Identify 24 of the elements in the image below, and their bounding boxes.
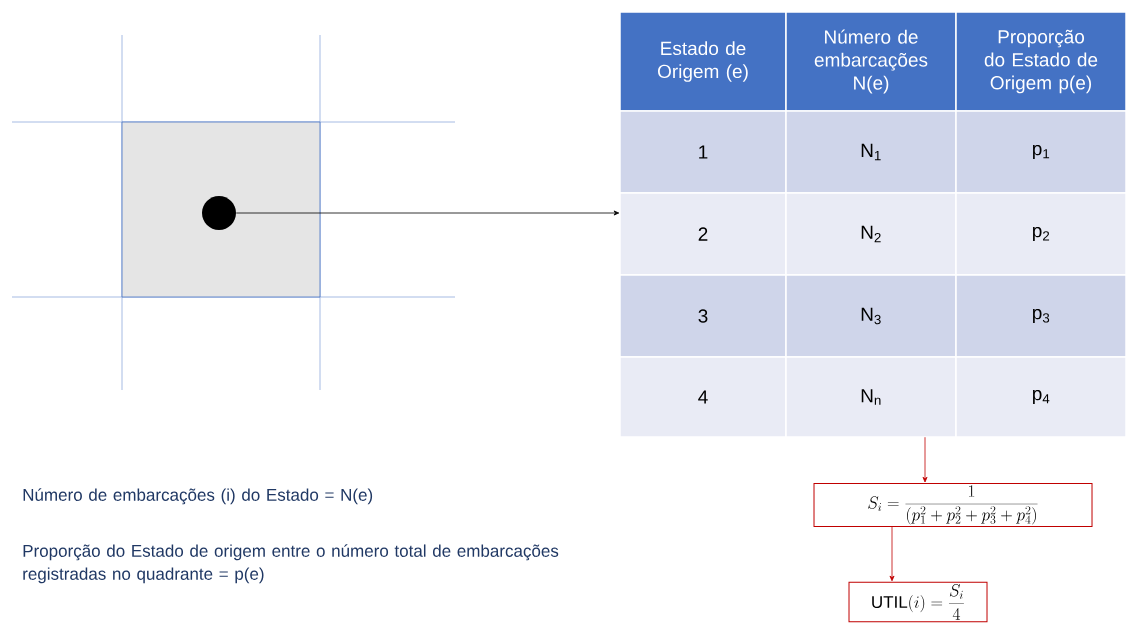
note-text: Proporção do Estado de origem entre o número total de embarcações registradas no quadrante = p(e)	[23, 544, 559, 584]
table-cell: N$_{1}$	[785, 110, 957, 194]
formula-box: $\mathrm{UTIL}(i) = \frac{S_i}{4}$	[848, 581, 988, 623]
header-cell: Proporção do Estado de Origem p(e)	[955, 11, 1127, 112]
table-cell: 2	[619, 192, 787, 276]
formula-box: $S_i = \frac{1}{\left(p_1^2 + p_2^2 + p_3^2 + p_4^2\right)}$	[813, 483, 1093, 527]
table-cell: p$_{4}$	[955, 356, 1127, 438]
header-cell: Número de embarcações N(e)	[785, 11, 957, 112]
table-cell: 4	[619, 356, 787, 438]
table-cell: 1	[619, 110, 787, 194]
arrow	[922, 436, 928, 483]
quadrant-square	[121, 121, 321, 298]
table-cell: N$_{2}$	[785, 192, 957, 276]
table-cell: p$_{2}$	[955, 192, 1127, 276]
arrow	[889, 526, 895, 582]
note-text: Número de embarcações (i) do Estado = N(e)	[23, 488, 373, 505]
arrow	[235, 210, 620, 216]
table-cell: 3	[619, 274, 787, 358]
table-cell: N$_{n}$	[785, 356, 957, 438]
table-cell: N$_{3}$	[785, 274, 957, 358]
table-cell: p$_{3}$	[955, 274, 1127, 358]
table-cell: p$_{1}$	[955, 110, 1127, 194]
header-cell: Estado de Origem (e)	[619, 11, 787, 112]
dot	[202, 196, 236, 230]
